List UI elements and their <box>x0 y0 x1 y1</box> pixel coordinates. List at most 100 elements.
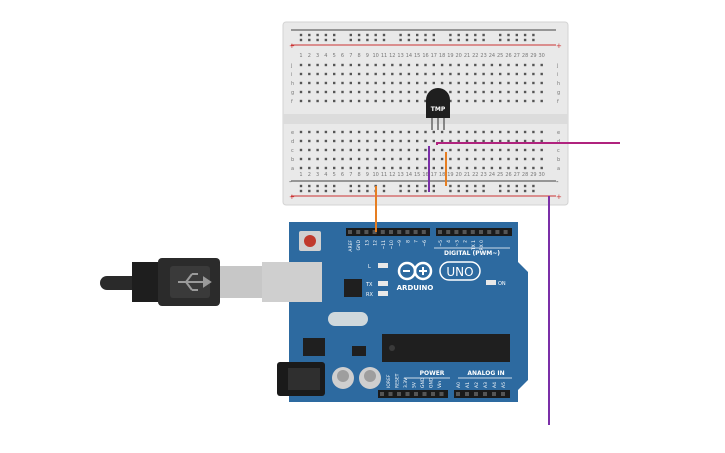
bb-hole[interactable] <box>374 148 377 152</box>
bb-hole[interactable] <box>440 72 444 76</box>
bb-hole[interactable] <box>532 166 535 170</box>
rail-hole[interactable] <box>482 38 485 42</box>
bb-hole[interactable] <box>374 166 377 170</box>
bb-hole[interactable] <box>416 81 419 85</box>
bb-hole[interactable] <box>333 130 336 134</box>
bb-hole[interactable] <box>416 99 419 103</box>
bb-hole[interactable] <box>341 72 344 76</box>
bb-hole[interactable] <box>424 157 427 161</box>
bb-hole[interactable] <box>523 99 527 103</box>
bb-hole[interactable] <box>474 139 477 143</box>
bb-hole[interactable] <box>416 157 419 161</box>
bb-hole[interactable] <box>324 139 328 143</box>
bb-hole[interactable] <box>333 90 336 94</box>
bb-hole[interactable] <box>507 72 510 76</box>
bb-hole[interactable] <box>308 99 311 103</box>
bb-hole[interactable] <box>532 72 535 76</box>
rail-hole[interactable] <box>424 33 427 37</box>
bb-hole[interactable] <box>449 72 452 76</box>
bb-hole[interactable] <box>316 72 319 76</box>
bb-hole[interactable] <box>490 157 494 161</box>
rail-hole[interactable] <box>407 189 411 193</box>
rail-hole[interactable] <box>449 38 452 42</box>
rail-hole[interactable] <box>366 189 369 193</box>
bb-hole[interactable] <box>515 63 518 67</box>
header-pin[interactable] <box>380 230 385 234</box>
bb-hole[interactable] <box>440 148 444 152</box>
rail-hole[interactable] <box>324 38 328 42</box>
bb-hole[interactable] <box>407 81 411 85</box>
bb-hole[interactable] <box>523 166 527 170</box>
bb-hole[interactable] <box>440 166 444 170</box>
bb-hole[interactable] <box>490 130 494 134</box>
bb-hole[interactable] <box>349 99 352 103</box>
bb-hole[interactable] <box>391 166 394 170</box>
rail-hole[interactable] <box>349 189 352 193</box>
header-pin[interactable] <box>446 230 451 234</box>
bb-hole[interactable] <box>482 81 485 85</box>
bb-hole[interactable] <box>424 148 427 152</box>
bb-hole[interactable] <box>299 139 303 143</box>
bb-hole[interactable] <box>324 90 328 94</box>
rail-hole[interactable] <box>499 189 502 193</box>
bb-hole[interactable] <box>490 81 494 85</box>
rail-hole[interactable] <box>432 184 435 188</box>
bb-hole[interactable] <box>324 130 328 134</box>
rail-hole[interactable] <box>399 189 402 193</box>
bb-hole[interactable] <box>416 72 419 76</box>
bb-hole[interactable] <box>515 72 518 76</box>
bb-hole[interactable] <box>341 63 344 67</box>
bb-hole[interactable] <box>333 72 336 76</box>
rail-hole[interactable] <box>399 38 402 42</box>
bb-hole[interactable] <box>540 99 543 103</box>
bb-hole[interactable] <box>316 157 319 161</box>
bb-hole[interactable] <box>407 63 411 67</box>
bb-hole[interactable] <box>440 130 444 134</box>
bb-hole[interactable] <box>449 148 452 152</box>
rail-hole[interactable] <box>523 184 527 188</box>
rail-hole[interactable] <box>532 33 535 37</box>
bb-hole[interactable] <box>432 157 435 161</box>
bb-hole[interactable] <box>299 130 303 134</box>
bb-hole[interactable] <box>382 148 386 152</box>
tmp-sensor[interactable]: TMP <box>426 88 450 130</box>
header-pin[interactable] <box>348 230 352 234</box>
rail-hole[interactable] <box>416 38 419 42</box>
bb-hole[interactable] <box>308 166 311 170</box>
bb-hole[interactable] <box>391 99 394 103</box>
bb-hole[interactable] <box>499 130 502 134</box>
bb-hole[interactable] <box>457 166 460 170</box>
bb-hole[interactable] <box>449 166 452 170</box>
rail-hole[interactable] <box>507 189 510 193</box>
bb-hole[interactable] <box>349 81 352 85</box>
bb-hole[interactable] <box>366 63 369 67</box>
bb-hole[interactable] <box>474 90 477 94</box>
bb-hole[interactable] <box>316 166 319 170</box>
bb-hole[interactable] <box>341 148 344 152</box>
rail-hole[interactable] <box>357 184 361 188</box>
bb-hole[interactable] <box>499 166 502 170</box>
bb-hole[interactable] <box>424 63 427 67</box>
bb-hole[interactable] <box>366 130 369 134</box>
bb-hole[interactable] <box>540 63 543 67</box>
header-pin[interactable] <box>405 392 410 396</box>
bb-hole[interactable] <box>482 139 485 143</box>
header-pin[interactable] <box>483 392 487 396</box>
bb-hole[interactable] <box>299 157 303 161</box>
rail-hole[interactable] <box>299 38 303 42</box>
bb-hole[interactable] <box>499 148 502 152</box>
rail-hole[interactable] <box>366 33 369 37</box>
rail-hole[interactable] <box>432 189 435 193</box>
bb-hole[interactable] <box>382 139 386 143</box>
bb-hole[interactable] <box>515 148 518 152</box>
header-pin[interactable] <box>405 230 410 234</box>
rail-hole[interactable] <box>399 33 402 37</box>
bb-hole[interactable] <box>399 157 402 161</box>
bb-hole[interactable] <box>507 157 510 161</box>
rail-hole[interactable] <box>424 38 427 42</box>
bb-hole[interactable] <box>333 63 336 67</box>
bb-hole[interactable] <box>341 130 344 134</box>
bb-hole[interactable] <box>349 139 352 143</box>
rail-hole[interactable] <box>382 33 386 37</box>
bb-hole[interactable] <box>349 148 352 152</box>
